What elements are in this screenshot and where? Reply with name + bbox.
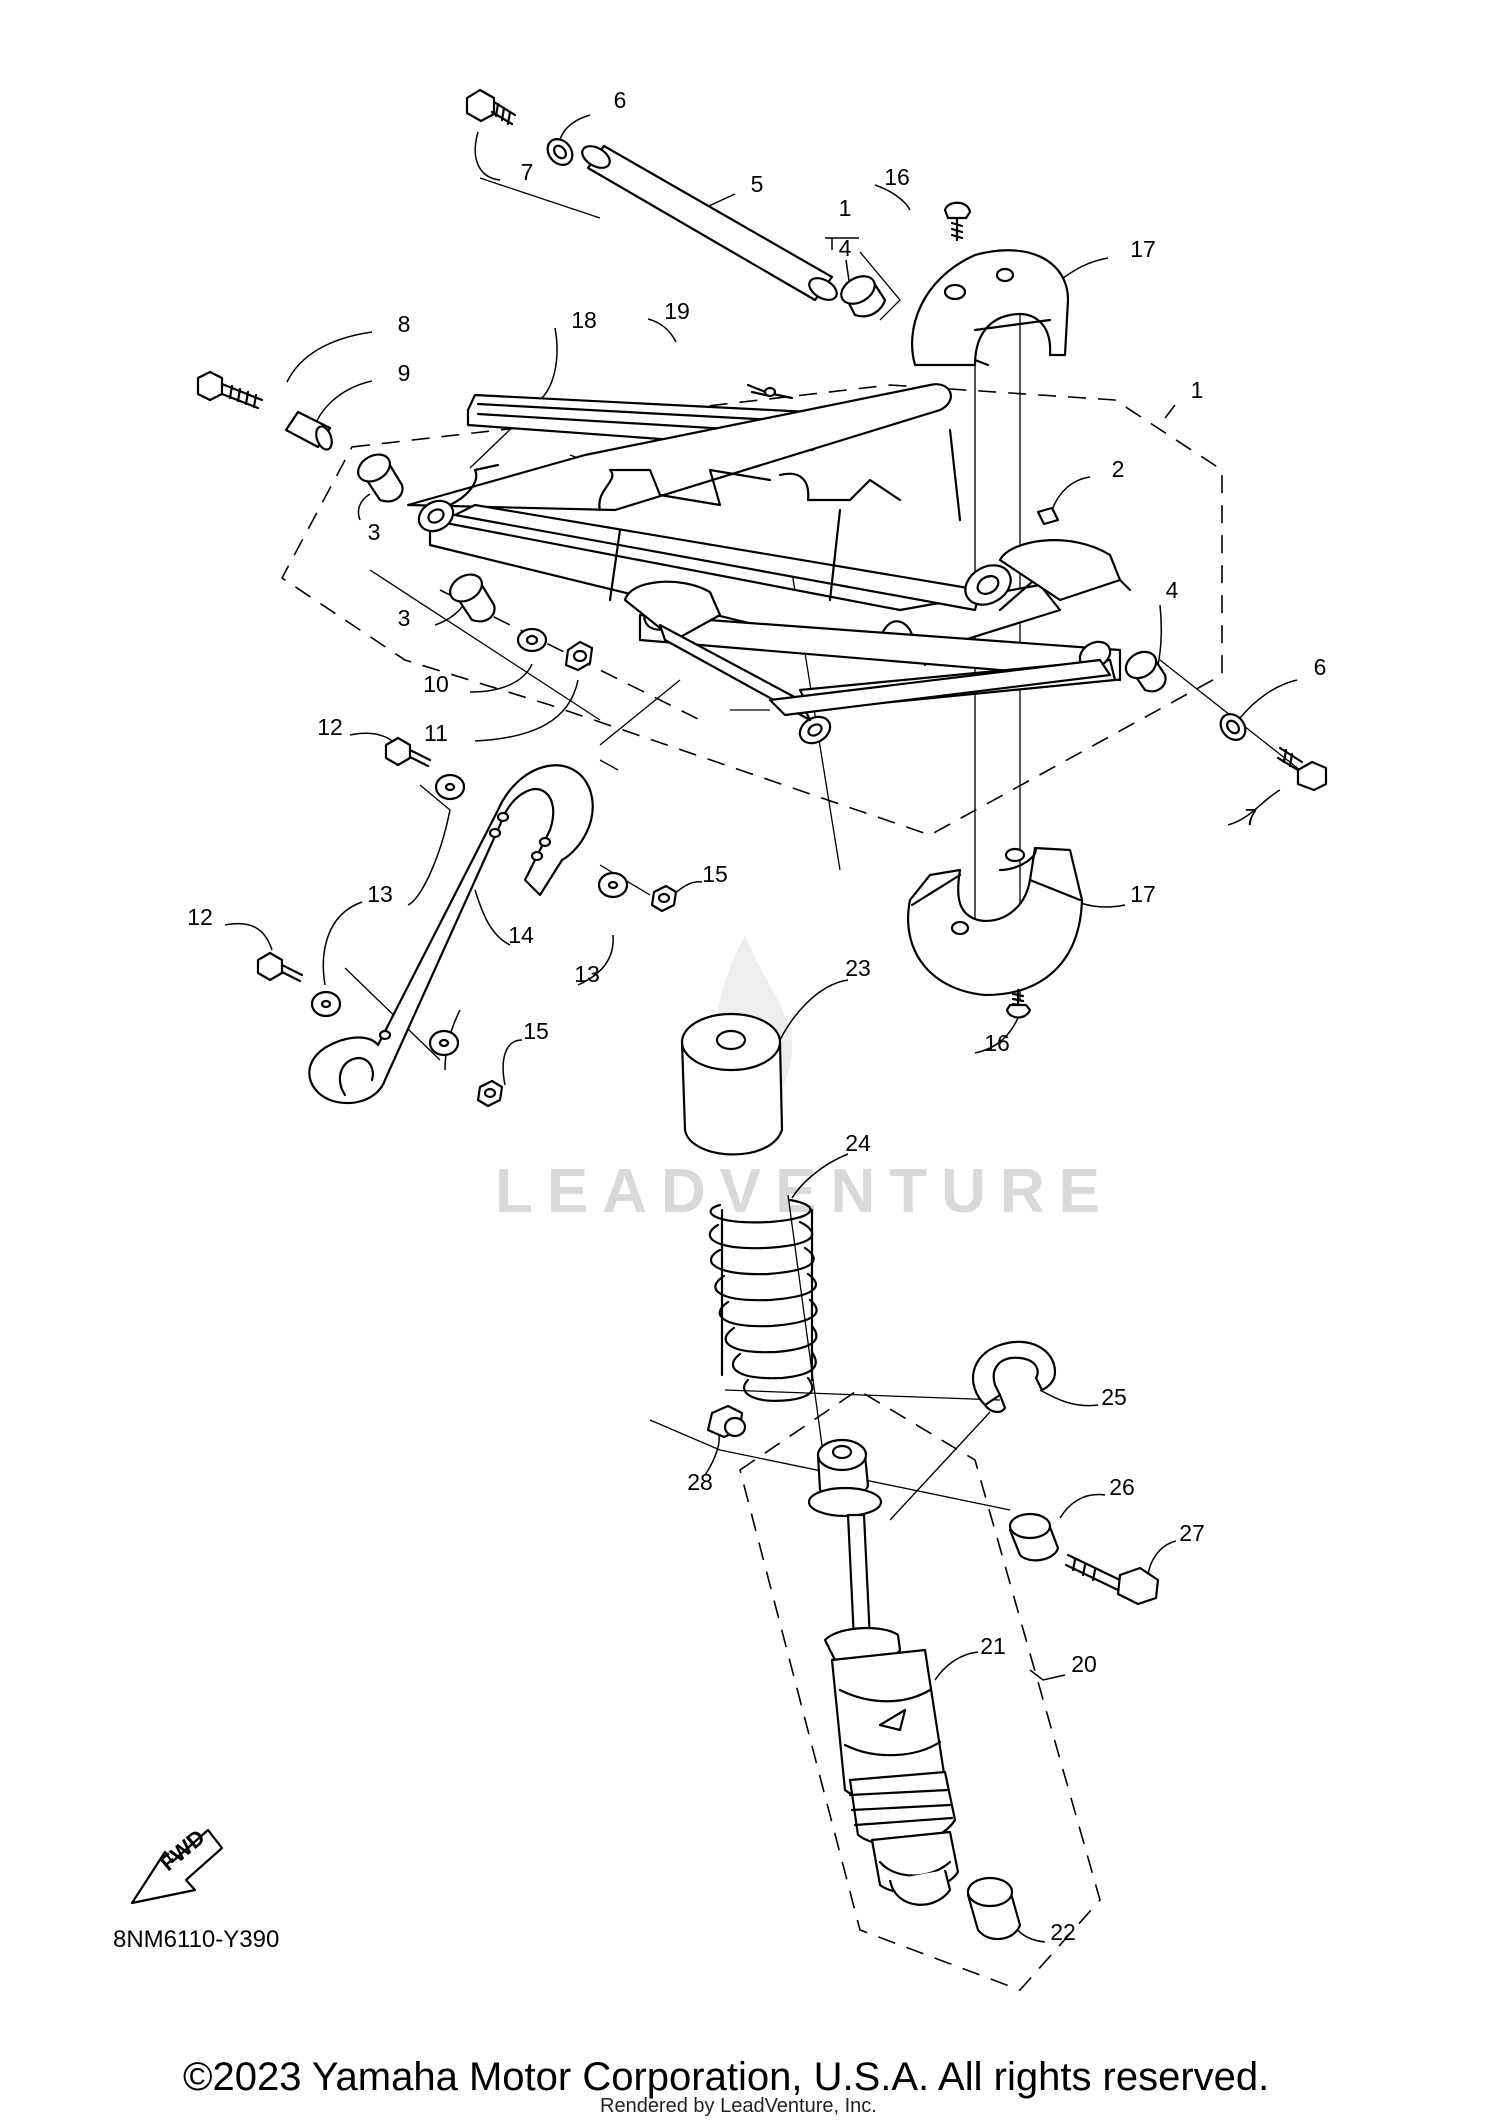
nut-15-lower <box>476 1079 504 1108</box>
rendered-by-notice: Rendered by LeadVenture, Inc. <box>600 2095 877 2117</box>
callout-5: 5 <box>751 171 764 197</box>
washer-13-upper-left <box>434 773 466 801</box>
callout-10: 10 <box>423 671 449 697</box>
bolt-right <box>1276 746 1328 792</box>
shock-bolt <box>1064 1553 1160 1606</box>
bushing-left-lower <box>449 573 496 623</box>
callout-6: 6 <box>614 87 627 113</box>
callout-25: 25 <box>1101 1384 1127 1410</box>
fwd-arrow: FWD <box>130 1824 224 1905</box>
bolt-12-lower <box>256 951 304 983</box>
diagram-code: 8NM6110-Y390 <box>113 1926 279 1953</box>
callout-1: 1 <box>839 195 852 221</box>
nut-11 <box>564 640 594 672</box>
washer-13-lower-left <box>310 990 342 1018</box>
callout-17: 17 <box>1130 236 1156 262</box>
bushing-right <box>1124 650 1167 693</box>
callout-13: 13 <box>574 961 600 987</box>
coil-spring <box>708 1198 818 1402</box>
callout-11: 11 <box>424 720 448 746</box>
bushing-left-upper <box>357 453 404 503</box>
callout-7: 7 <box>1245 804 1258 830</box>
washer-right <box>1219 713 1247 741</box>
clip-pin <box>746 383 794 400</box>
limiter-strap <box>308 764 594 1105</box>
nut-15-upper <box>650 884 678 913</box>
callout-1: 1 <box>1191 377 1204 403</box>
callout-15: 15 <box>523 1018 549 1044</box>
callout-22: 22 <box>1050 1919 1076 1945</box>
callout-24: 24 <box>845 1130 871 1156</box>
callout-4: 4 <box>839 235 852 261</box>
callout-13: 13 <box>367 881 393 907</box>
callout-20: 20 <box>1071 1651 1097 1677</box>
spring-clip <box>971 1340 1057 1414</box>
swingarm-frame <box>406 383 1132 745</box>
watermark-text: LEADVENTURE <box>495 1157 1114 1226</box>
guard-top <box>911 249 1070 367</box>
washer-10 <box>516 627 548 653</box>
callout-27: 27 <box>1179 1520 1205 1546</box>
callout-9: 9 <box>398 360 411 386</box>
shock-spacer <box>1008 1512 1060 1562</box>
shock-bushing-lower <box>966 1876 1022 1941</box>
callout-12: 12 <box>317 714 343 740</box>
callout-15: 15 <box>702 861 728 887</box>
bushing-top <box>840 275 887 318</box>
washer-13-upper-right <box>597 871 629 899</box>
callout-4: 4 <box>1166 577 1179 603</box>
bump-stop <box>680 1012 784 1156</box>
nut-28 <box>706 1404 747 1439</box>
bolt-top-left <box>465 88 517 126</box>
callout-23: 23 <box>845 955 871 981</box>
bolt-16-top <box>943 201 972 242</box>
shock-absorber <box>807 1438 960 1906</box>
callout-6: 6 <box>1314 654 1327 680</box>
callout-19: 19 <box>664 298 690 324</box>
callout-3: 3 <box>398 605 411 631</box>
callout-numbers: 1412334566778910111212131314151516161717… <box>187 87 1326 1945</box>
callout-26: 26 <box>1109 1474 1135 1500</box>
long-bolt <box>196 370 264 410</box>
callout-16: 16 <box>984 1030 1010 1056</box>
callout-17: 17 <box>1130 881 1156 907</box>
callout-3: 3 <box>368 519 381 545</box>
pivot-shaft <box>581 144 838 302</box>
callout-21: 21 <box>980 1633 1006 1659</box>
bolt-16-bottom <box>1005 988 1032 1019</box>
callout-18: 18 <box>571 307 597 333</box>
copyright-notice: ©2023 Yamaha Motor Corporation, U.S.A. A… <box>183 2055 1269 2099</box>
spacer <box>284 410 333 451</box>
callout-7: 7 <box>521 159 534 185</box>
callout-12: 12 <box>187 904 213 930</box>
callout-8: 8 <box>398 311 411 337</box>
guard-bottom <box>907 846 1084 997</box>
callout-14: 14 <box>508 922 534 948</box>
washer-top-left <box>546 138 574 166</box>
callout-28: 28 <box>687 1469 713 1495</box>
grease-nipple <box>1036 506 1060 526</box>
bolt-12-upper <box>384 736 432 768</box>
callout-16: 16 <box>884 164 910 190</box>
callout-2: 2 <box>1112 456 1125 482</box>
assembly-outline-shock <box>739 1389 1101 1991</box>
washer-13-lower-right <box>428 1029 460 1057</box>
